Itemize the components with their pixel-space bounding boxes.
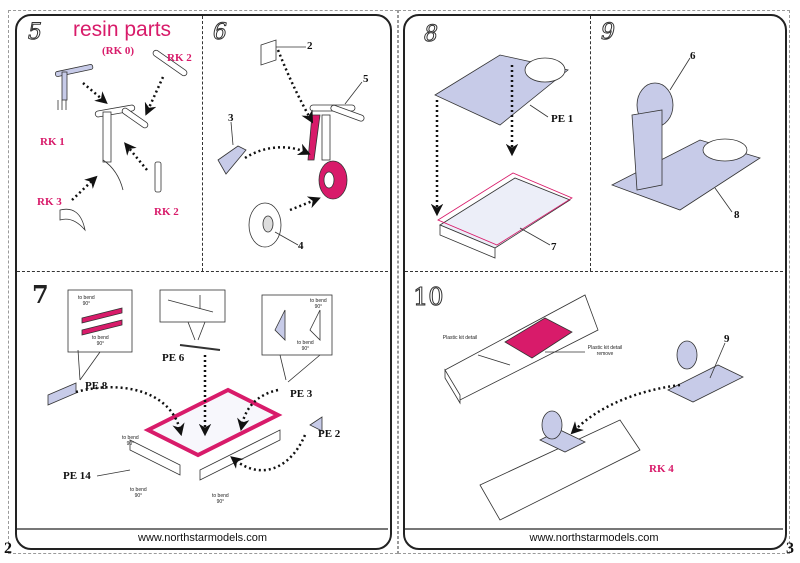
callout-2: 2 bbox=[307, 40, 313, 52]
rk1-part bbox=[54, 64, 94, 110]
left-footer-url: www.northstarmodels.com bbox=[138, 532, 267, 544]
pe8-part bbox=[47, 382, 77, 406]
step9-subassembly bbox=[667, 364, 744, 403]
divider-step5-step6 bbox=[202, 16, 203, 271]
label-pe3: PE 3 bbox=[290, 388, 313, 400]
step-9-number: 9 bbox=[601, 20, 616, 46]
left-page-frame bbox=[8, 10, 398, 554]
assembled-strut bbox=[94, 104, 149, 191]
left-footer-rule bbox=[17, 528, 388, 530]
label-rk4: RK 4 bbox=[649, 463, 674, 475]
divider-left-horizontal bbox=[17, 271, 388, 272]
step10-art bbox=[444, 294, 744, 521]
label-pe14: PE 14 bbox=[63, 470, 91, 482]
step6-art bbox=[217, 39, 365, 248]
callout-3: 3 bbox=[228, 112, 234, 124]
callout-7: 7 bbox=[551, 241, 557, 253]
divider-right-horizontal bbox=[405, 271, 783, 272]
resin-parts-subtitle: (RK 0) bbox=[102, 45, 135, 57]
rk3-part bbox=[59, 208, 86, 232]
right-footer-rule bbox=[405, 528, 783, 530]
label-pe2: PE 2 bbox=[318, 428, 341, 440]
pe2-part bbox=[309, 416, 323, 432]
resin-parts-title: resin parts bbox=[73, 18, 172, 41]
page-number-left: 2 bbox=[4, 540, 12, 557]
label-pe8: PE 8 bbox=[85, 380, 108, 392]
callout-8: 8 bbox=[734, 209, 740, 221]
part-3-plate bbox=[217, 145, 247, 175]
step9-art bbox=[611, 57, 761, 213]
divider-step8-step9 bbox=[590, 16, 591, 271]
step-7-number: 7 bbox=[32, 280, 49, 309]
label-pe6: PE 6 bbox=[162, 352, 185, 364]
step-6-number: 6 bbox=[213, 20, 228, 46]
right-footer-url: www.northstarmodels.com bbox=[529, 532, 659, 544]
label-rk3: RK 3 bbox=[37, 196, 62, 208]
step8-art bbox=[430, 54, 573, 259]
part-2-bracket bbox=[260, 39, 277, 66]
label-pe1: PE 1 bbox=[551, 113, 574, 125]
rk2-upper-part bbox=[152, 49, 188, 77]
page-number-right: 3 bbox=[786, 540, 794, 557]
plastic-kit-detail-remove-label: Plastic kit detail remove bbox=[587, 345, 623, 357]
plastic-kit-detail-label: Plastic kit detail bbox=[442, 335, 478, 341]
pe6-detail-box bbox=[159, 289, 226, 323]
step7-art bbox=[47, 289, 333, 481]
right-page-frame bbox=[398, 10, 790, 554]
label-rk2-bottom: RK 2 bbox=[154, 206, 179, 218]
rk2-lower-part bbox=[154, 161, 162, 193]
callout-5: 5 bbox=[363, 73, 369, 85]
callout-9: 9 bbox=[724, 333, 730, 345]
step-10-number: 10 bbox=[413, 283, 445, 312]
step-8-number: 8 bbox=[424, 22, 439, 48]
step5-art bbox=[54, 49, 188, 232]
cutout-area bbox=[504, 317, 573, 359]
callout-6: 6 bbox=[690, 50, 696, 62]
label-rk1: RK 1 bbox=[40, 136, 65, 148]
pink-strut-plate bbox=[307, 114, 321, 161]
left-page bbox=[15, 14, 392, 550]
label-rk2-top: RK 2 bbox=[167, 52, 192, 64]
step-5-number: 5 bbox=[28, 20, 43, 46]
callout-4: 4 bbox=[298, 240, 304, 252]
